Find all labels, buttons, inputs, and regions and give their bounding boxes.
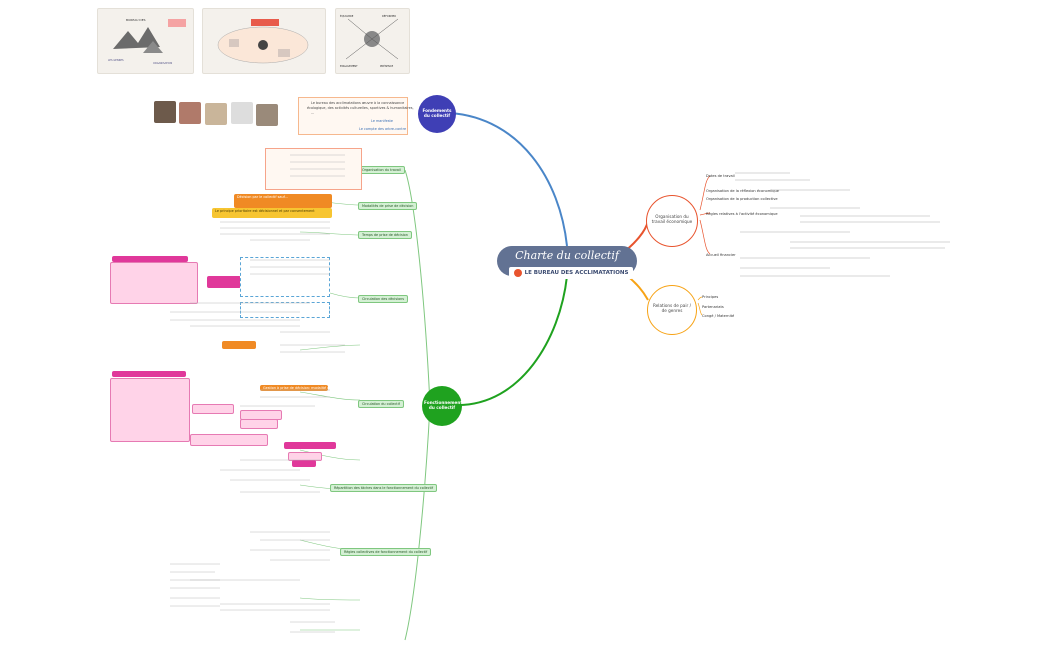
magenta-box [207,276,241,288]
right-item[interactable]: Dates de travail [706,174,735,178]
central-node[interactable]: Charte du collectif LE BUREAU DES ACCLIM… [497,246,637,279]
sketch-thumbnail-2[interactable] [202,8,326,74]
avatar [256,104,278,126]
central-subtitle: LE BUREAU DES ACCLIMATATIONS [509,267,633,279]
orange-box [222,341,256,349]
right-item[interactable]: Principes [702,295,719,299]
branch-label[interactable]: Modalités de prise de décision [358,202,418,210]
svg-text:ORGANISATION: ORGANISATION [153,61,172,65]
branch-label[interactable]: Règles collectives de fonctionnement du … [340,548,432,556]
sketch-thumbnail-1[interactable]: BUREAU DES LES GENRES ORGANISATION [97,8,194,74]
branch-label[interactable]: Circulation des décisions [358,295,409,303]
fondements-line: écologique, des activités culturelles, s… [307,106,414,110]
avatar [231,102,253,124]
central-title: Charte du collectif [515,249,619,262]
right-item[interactable]: Règles relatives à l'activité économique [706,212,778,216]
svg-text:RÉFORMER: RÉFORMER [382,13,396,18]
fondements-text-box: Le bureau des acclimatations œuvre à la … [298,97,414,135]
logo-icon [513,268,522,277]
pink-note [110,378,190,442]
avatar [205,103,227,125]
right-detail-lines [735,172,950,277]
pink-note [110,262,198,304]
orange-box: Gestion à prise de décision: modalité et… [260,385,344,391]
pink-note [192,404,234,414]
compte-link[interactable]: Le compte des arbre-contre [359,127,407,131]
dashed-group [240,257,330,297]
right-item[interactable]: Organisation de la réflexion économique [706,189,779,193]
right-item[interactable]: Partenariats [702,305,724,309]
branch-label[interactable]: Temps de prise de décision [358,231,412,239]
pink-note [240,419,278,429]
right-item[interactable]: Congé / Maternité [702,314,735,318]
avatar [179,102,201,124]
right-item[interactable]: Organisation de la production collective [706,197,778,201]
fonctionnement-label: Fonctionnement du collectif [424,400,463,410]
dashed-group [240,302,330,318]
fondements-node[interactable]: Fondements du collectif [418,95,456,133]
magenta-box [292,460,316,467]
svg-text:LES GENRES: LES GENRES [108,58,124,62]
branch-label[interactable]: Circulation du collectif [358,400,404,408]
orange-box: Décision par le collectif sauf... [234,194,332,208]
manifeste-link[interactable]: Le manifeste [371,119,393,123]
fondements-label: Fondements du collectif [422,108,452,118]
relations-node[interactable]: Relations de pair / de genres [647,285,697,335]
avatar [154,101,176,123]
left-detail-lines [170,154,345,633]
organisation-node[interactable]: Organisation du travail économique [646,195,698,247]
svg-text:ENGAGEMENT: ENGAGEMENT [340,64,358,68]
pink-note [190,434,268,446]
fonctionnement-node[interactable]: Fonctionnement du collectif [422,386,462,426]
svg-text:PRÉSENCE: PRÉSENCE [380,63,394,68]
relations-label: Relations de pair / de genres [653,303,691,313]
magenta-box [112,371,186,377]
organisation-label: Organisation du travail économique [651,214,693,224]
branch-label[interactable]: Répartition des tâches dans le fonctionn… [330,484,438,492]
svg-text:ÉQUILIBRE: ÉQUILIBRE [340,13,354,18]
right-item[interactable]: Accueil financier [706,253,736,257]
fondements-line: Le bureau des acclimatations œuvre à la … [311,101,405,105]
svg-text:BUREAU DES: BUREAU DES [126,18,146,22]
fondements-line: ... [311,111,315,115]
magenta-box [284,442,336,449]
magenta-box [112,256,188,262]
sketch-thumbnail-3[interactable]: ÉQUILIBRE RÉFORMER ENGAGEMENT PRÉSENCE [335,8,410,74]
yellow-box: Le principe prioritaire est décisionnel … [212,208,332,218]
